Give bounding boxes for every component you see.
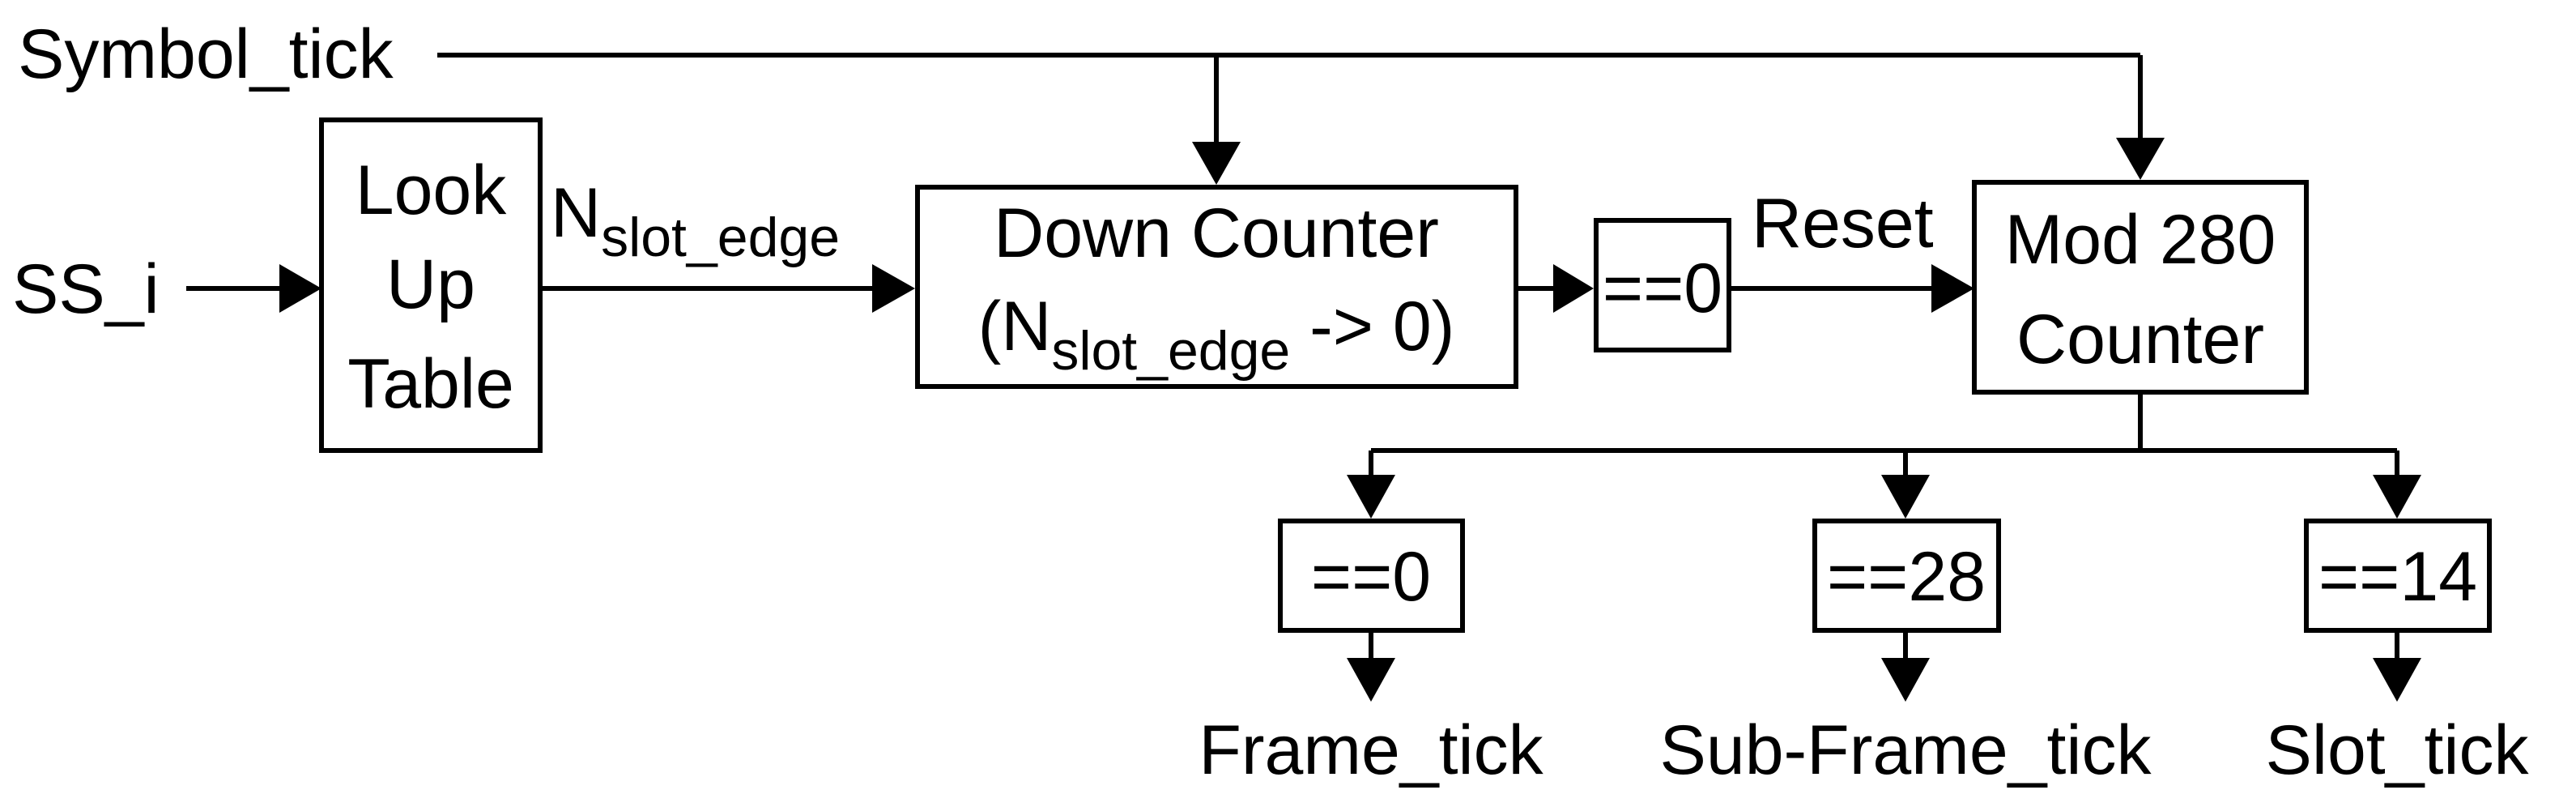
subframe-compare-block: [1812, 519, 2001, 633]
ss-i-label: SS_i: [12, 250, 160, 328]
down-counter-subscript: slot_edge: [1051, 320, 1290, 382]
lut-label-line1: Look: [356, 152, 507, 229]
slot-tick-label: Slot_tick: [2265, 711, 2529, 789]
frame-compare-label: ==0: [1311, 538, 1431, 616]
subframe-compare-label: ==28: [1827, 538, 1986, 616]
zero-compare-block: [1594, 218, 1731, 352]
mod-counter-block: [1972, 180, 2309, 395]
down-counter-open: (N: [978, 288, 1052, 365]
slot-edge-label: Nslot_edge: [551, 174, 840, 268]
mod-counter-line2: Counter: [2016, 301, 2264, 378]
counter-to-zero-arrow: [1518, 264, 1594, 313]
frame-compare-block: [1278, 519, 1465, 633]
down-counter-close: -> 0): [1290, 288, 1454, 365]
zero-compare-label: ==0: [1603, 250, 1722, 327]
slot-compare-label: ==14: [2318, 538, 2477, 616]
lut-label-line3: Table: [347, 345, 514, 423]
down-counter-block: [915, 185, 1518, 389]
symbol-tick-bus: [437, 53, 2165, 185]
down-counter-line2: (Nslot_edge -> 0): [978, 288, 1455, 382]
mod-counter-output-tree: [1347, 392, 2421, 519]
mod-counter-line1: Mod 280: [2005, 201, 2276, 279]
slot-edge-subscript: slot_edge: [601, 207, 840, 268]
slot-edge-main: N: [551, 174, 601, 252]
ss-i-arrow: [186, 264, 321, 313]
lut-to-counter-arrow: [543, 264, 915, 313]
symbol-tick-label: Symbol_tick: [18, 15, 394, 93]
down-counter-line1: Down Counter: [994, 194, 1439, 272]
reset-arrow: [1731, 264, 1974, 313]
subframe-tick-label: Sub-Frame_tick: [1660, 711, 2152, 789]
slot-compare-block: [2304, 519, 2492, 633]
lookup-table-block: [319, 117, 543, 453]
reset-label: Reset: [1752, 185, 1934, 263]
lut-label-line2: Up: [386, 246, 475, 323]
frame-tick-label: Frame_tick: [1199, 711, 1543, 789]
comparator-output-arrows: [1347, 630, 2421, 702]
